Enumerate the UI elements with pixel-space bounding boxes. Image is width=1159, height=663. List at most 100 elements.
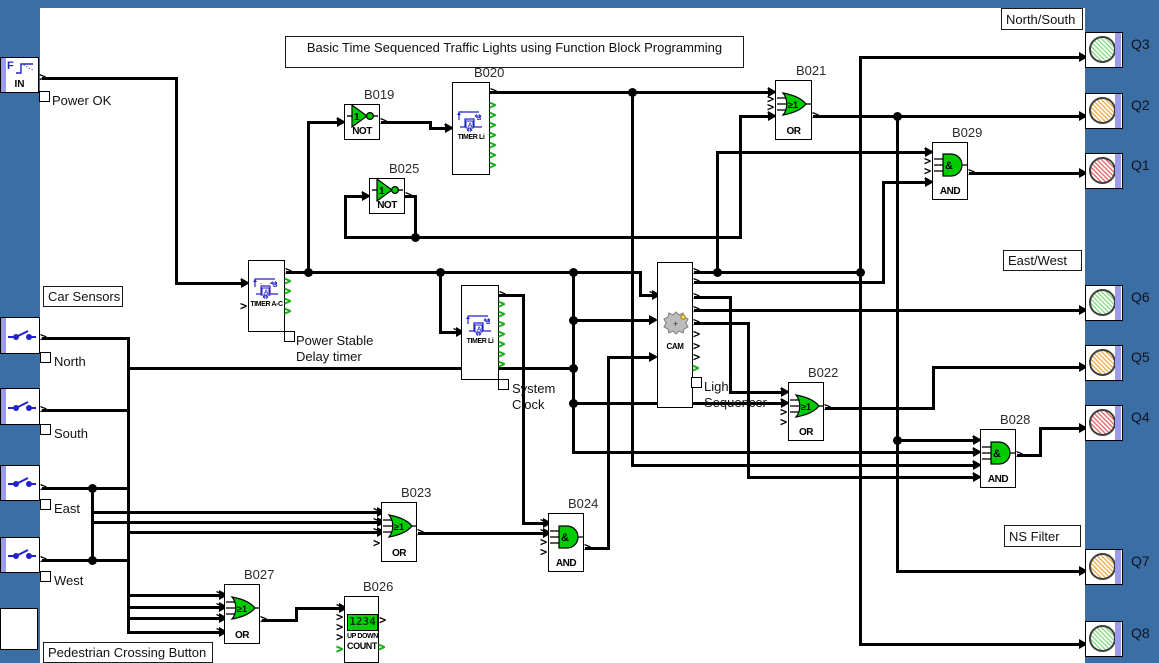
connector-chevron: >: [693, 274, 701, 288]
wire-segment: [572, 271, 575, 454]
wire-segment: [694, 322, 750, 325]
green-param-chevron: >: [498, 327, 506, 341]
connector-chevron: >: [540, 515, 548, 529]
wire-junction: [569, 316, 578, 325]
wire-segment: [813, 115, 1082, 118]
block-timerac[interactable]: A B TIMER A-C: [248, 260, 285, 332]
wire-segment: [694, 281, 885, 284]
svg-text:≥1: ≥1: [237, 604, 247, 614]
connector-chevron: >: [444, 120, 452, 134]
block-b020[interactable]: A B TIMER Li: [452, 82, 490, 175]
output-label-q2: Q2: [1131, 97, 1150, 113]
west-caption[interactable]: West: [54, 573, 84, 588]
output-lamp-q8[interactable]: [1085, 621, 1123, 657]
green-param-chevron: >: [489, 148, 497, 162]
wire-segment: [307, 121, 310, 274]
wire-arrowhead: [1079, 111, 1088, 121]
wire-segment: [896, 115, 899, 573]
block-tag-label: B020: [474, 65, 505, 80]
power-ok-caption[interactable]: Power OK: [52, 93, 112, 108]
car-sensors-label[interactable]: Car Sensors: [43, 286, 123, 307]
connector-chevron: >: [373, 504, 381, 518]
connector-chevron: >: [693, 350, 701, 364]
connector-chevron: >: [693, 302, 701, 316]
wire-segment: [295, 607, 342, 610]
wire-segment: [694, 271, 862, 274]
wire-segment: [859, 56, 1082, 59]
wire-segment: [344, 236, 417, 239]
label-anchor-box: [691, 377, 702, 388]
input-blank[interactable]: [0, 608, 38, 650]
timer-waveform-icon: A B: [251, 275, 283, 299]
output-lamp-q5[interactable]: [1085, 345, 1123, 381]
green-param-chevron: >: [498, 297, 506, 311]
input-power-ok[interactable]: F IN: [0, 57, 39, 93]
wire-segment: [729, 296, 732, 394]
east-caption[interactable]: East: [54, 501, 81, 516]
east-west-label[interactable]: East/West: [1003, 250, 1082, 271]
output-strip: [1115, 622, 1121, 656]
connector-chevron: >: [260, 612, 268, 626]
wire-segment: [572, 319, 652, 322]
output-lamp-q7[interactable]: [1085, 549, 1123, 585]
output-lamp-q1[interactable]: [1085, 153, 1123, 189]
block-b029[interactable]: &AND: [932, 142, 968, 200]
gate-type-label: NOT: [377, 200, 397, 211]
connector-chevron: >: [540, 535, 548, 549]
connector-chevron: >: [972, 432, 980, 446]
switch-icon: [7, 399, 37, 415]
svg-text:B: B: [477, 116, 482, 122]
north-south-label[interactable]: North/South: [1001, 8, 1083, 30]
svg-text:A: A: [264, 290, 269, 296]
output-lamp-q4[interactable]: [1085, 405, 1123, 441]
connector-chevron: >: [924, 144, 932, 158]
output-lamp-q6[interactable]: [1085, 285, 1123, 321]
pedestrian-label[interactable]: Pedestrian Crossing Button: [43, 642, 213, 663]
input-south[interactable]: [0, 388, 40, 425]
svg-text:A: A: [477, 327, 482, 333]
block-cam[interactable]: + CAM: [657, 262, 693, 408]
wire-junction: [304, 268, 313, 277]
wire-segment: [42, 409, 130, 412]
wire-junction: [88, 556, 97, 565]
input-strip: [1, 466, 6, 500]
ns-filter-label[interactable]: NS Filter: [1004, 525, 1081, 547]
block-tag-label: B023: [401, 485, 432, 500]
input-north[interactable]: [0, 317, 40, 354]
input-strip: [1, 318, 6, 353]
output-lamp-q2[interactable]: [1085, 93, 1123, 129]
wire-segment: [859, 56, 862, 274]
input-strip: [1, 389, 6, 424]
input-west[interactable]: [0, 537, 40, 573]
block-b028[interactable]: &AND: [980, 429, 1016, 488]
block-b024[interactable]: &AND: [548, 513, 584, 572]
connector-chevron: >: [336, 114, 344, 128]
diagram-title-box[interactable]: Basic Time Sequenced Traffic Lights usin…: [285, 36, 744, 68]
wire-arrowhead: [362, 191, 371, 201]
block-tag-label: B028: [1000, 412, 1031, 427]
input-east[interactable]: [0, 465, 40, 501]
wire-segment: [747, 322, 750, 479]
connector-chevron: >: [780, 405, 788, 419]
switch-icon: [7, 475, 37, 491]
connector-chevron: >: [40, 402, 48, 416]
wire-arrowhead: [337, 117, 346, 127]
wire-segment: [631, 91, 634, 467]
block-timer[interactable]: A B TIMER Li: [461, 285, 499, 380]
north-caption[interactable]: North: [54, 354, 86, 369]
svg-text:B: B: [273, 283, 278, 289]
connector-chevron: >: [924, 154, 932, 168]
output-lamp-q3[interactable]: [1085, 32, 1123, 68]
south-caption[interactable]: South: [54, 426, 88, 441]
and-gate-icon: &: [934, 152, 968, 178]
